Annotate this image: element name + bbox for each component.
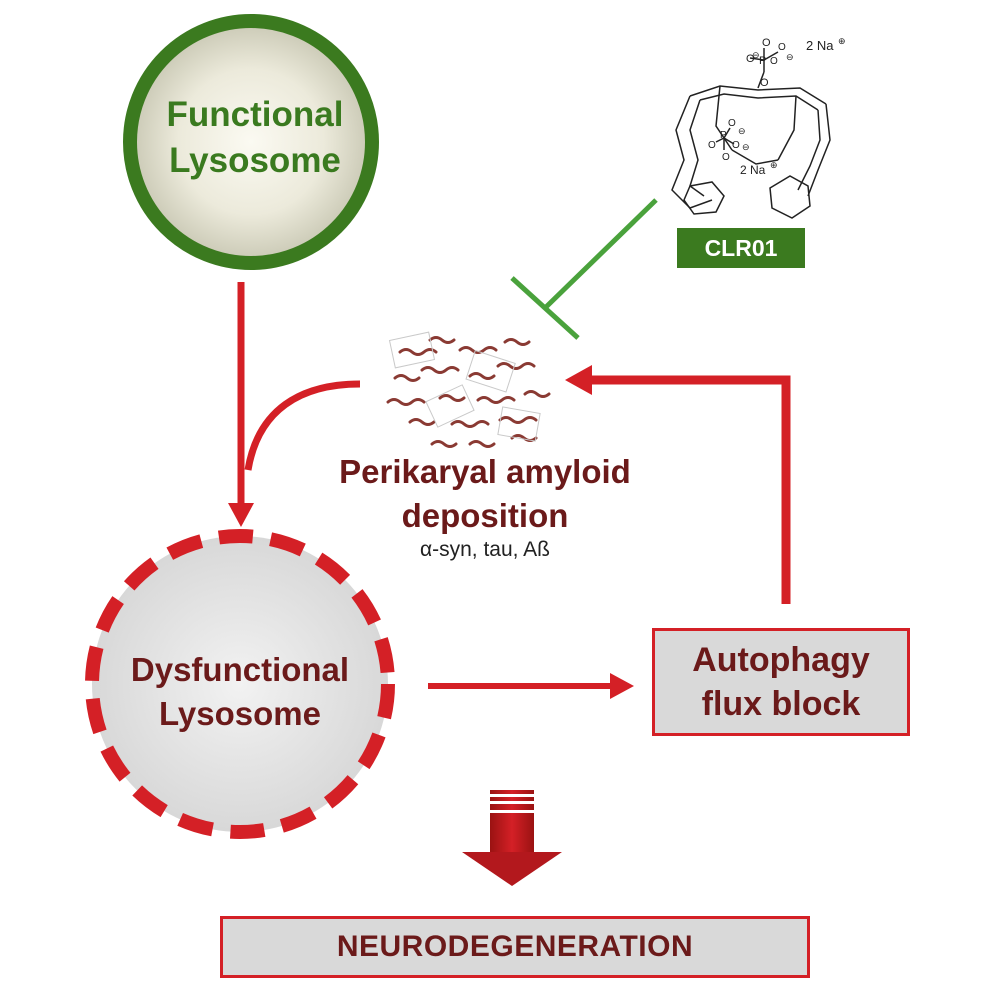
molecule-top-salt: 2 Na	[806, 38, 834, 53]
svg-text:O: O	[746, 53, 755, 65]
inhibition-clr01-to-amyloid	[510, 198, 658, 340]
svg-text:O: O	[778, 42, 786, 53]
svg-text:O: O	[732, 140, 740, 151]
svg-text:O: O	[708, 140, 716, 151]
svg-text:⊖: ⊖	[752, 50, 760, 60]
arrow-amyloid-to-dysfunctional	[244, 380, 361, 471]
clr01-badge: CLR01	[677, 228, 805, 268]
clr01-label: CLR01	[704, 234, 778, 261]
arrow-functional-to-dysfunctional	[228, 282, 254, 527]
svg-text:⊕: ⊕	[770, 160, 778, 170]
amyloid-deposition-label: Perikaryal amyloid deposition	[339, 453, 631, 534]
functional-lysosome-label: Functional Lysosome	[166, 95, 344, 180]
arrow-autophagy-to-amyloid	[565, 365, 791, 604]
svg-text:P: P	[759, 55, 766, 67]
dysfunctional-lysosome-label: Dysfunctional Lysosome	[130, 651, 350, 732]
neurodegeneration-box: NEURODEGENERATION	[220, 916, 810, 978]
svg-text:⊖: ⊖	[742, 142, 750, 152]
autophagy-flux-block-label: Autophagy flux block	[692, 641, 870, 723]
neurodegeneration-label: NEURODEGENERATION	[336, 930, 694, 963]
svg-text:O: O	[762, 37, 771, 49]
amyloid-proteins-label: α-syn, tau, Aß	[419, 538, 551, 561]
svg-text:O: O	[722, 152, 730, 163]
clr01-molecule-structure	[671, 48, 831, 219]
autophagy-flux-block-box: Autophagy flux block	[652, 628, 910, 736]
dysfunctional-lysosome-circle	[85, 529, 395, 839]
functional-lysosome-circle	[123, 14, 379, 270]
amyloid-fibrils-shadow	[388, 331, 541, 442]
arrow-dysfunctional-to-autophagy	[428, 673, 634, 699]
molecule-bottom-salt: 2 Na	[740, 163, 766, 177]
clr01-atom-labels: O P O O O O O P O O O ⊖ ⊖ ⊖ ⊖ 2 Na ⊕ 2 N…	[708, 36, 846, 177]
svg-text:O: O	[760, 77, 769, 89]
svg-text:⊖: ⊖	[738, 126, 746, 136]
svg-text:⊖: ⊖	[786, 52, 794, 62]
svg-text:O: O	[728, 118, 736, 129]
svg-text:P: P	[720, 130, 727, 141]
big-down-arrow	[462, 790, 562, 886]
svg-text:O: O	[770, 56, 778, 67]
svg-text:⊕: ⊕	[838, 36, 846, 46]
amyloid-fibrils-icon	[386, 336, 551, 448]
